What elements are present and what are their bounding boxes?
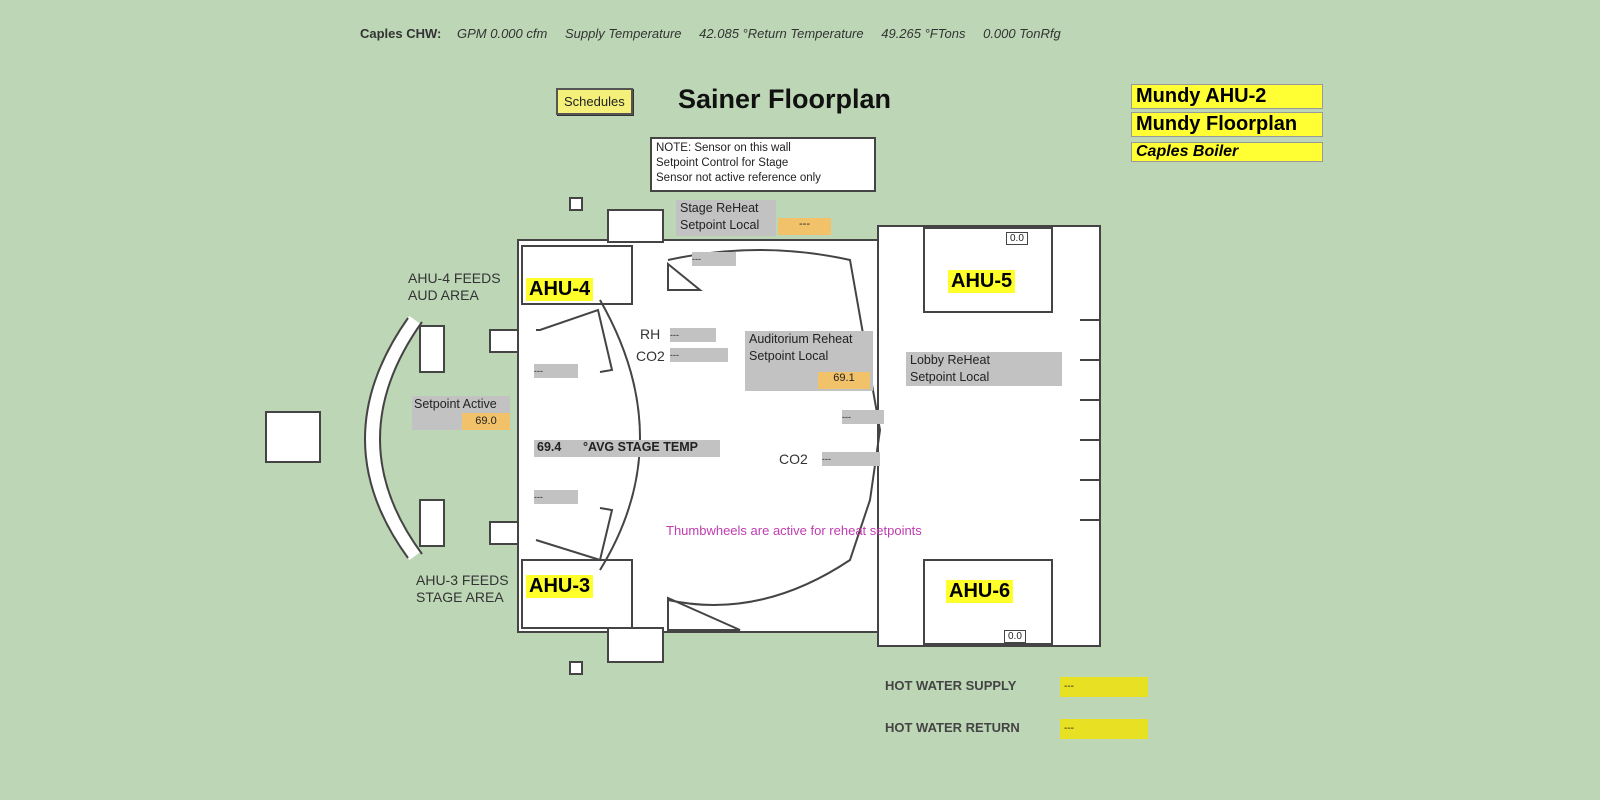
west-sensor-value-2: --- xyxy=(534,490,578,504)
mundy-ahu2-link[interactable]: Mundy AHU-2 xyxy=(1131,84,1323,109)
mundy-floorplan-link[interactable]: Mundy Floorplan xyxy=(1131,112,1323,137)
gpm-readout: GPM 0.000 cfm xyxy=(457,26,548,41)
note-line-3: Sensor not active reference only xyxy=(656,172,821,184)
auditorium-reheat-value[interactable]: 69.1 xyxy=(818,372,870,389)
auditorium-reheat-sub: Setpoint Local xyxy=(749,349,829,363)
schedules-button[interactable]: Schedules xyxy=(556,88,633,115)
co2-label: CO2 xyxy=(636,348,665,364)
supply-temp-value: 42.085 °Return Temperature xyxy=(699,26,864,41)
setpoint-active-label: Setpoint Active xyxy=(412,396,510,413)
setpoint-active-value[interactable]: 69.0 xyxy=(462,413,510,430)
supply-temp-label: Supply Temperature xyxy=(564,26,682,41)
auditorium-reheat-label: Auditorium Reheat xyxy=(749,332,853,346)
ahu-4-feeds-line-1: AHU-4 FEEDS xyxy=(408,270,501,286)
hot-water-supply-value: --- xyxy=(1060,677,1148,697)
co2-label-2: CO2 xyxy=(779,451,808,467)
ahu-6-label[interactable]: AHU-6 xyxy=(946,580,1014,603)
ahu-3-feeds-line-1: AHU-3 FEEDS xyxy=(416,572,509,588)
page-title: Sainer Floorplan xyxy=(678,84,892,114)
return-temp-value: 49.265 °FTons xyxy=(881,26,966,41)
avg-stage-value: 69.4 xyxy=(534,440,580,457)
rh-label: RH xyxy=(640,326,661,342)
sensor-note: NOTE: Sensor on this wall Setpoint Contr… xyxy=(650,137,876,192)
ahu-4-feeds-line-2: AUD AREA xyxy=(408,287,479,303)
ahu-3-label[interactable]: AHU-3 xyxy=(526,575,594,598)
ahu-5-readout: 0.0 xyxy=(1006,232,1028,245)
chw-label: Caples CHW: xyxy=(360,26,442,41)
hot-water-return-label: HOT WATER RETURN xyxy=(885,720,1020,735)
lobby-reheat-panel: Lobby ReHeat Setpoint Local xyxy=(906,352,1062,386)
auditorium-sensor-value: --- xyxy=(842,410,884,424)
ahu-4-feeds-label: AHU-4 FEEDS AUD AREA xyxy=(408,270,501,304)
ahu-3-feeds-line-2: STAGE AREA xyxy=(416,589,504,605)
ahu-4-label[interactable]: AHU-4 xyxy=(526,278,594,301)
stage-reheat-sub: Setpoint Local xyxy=(680,218,760,232)
setpoint-active-row: 69.0 xyxy=(412,413,510,430)
avg-stage-label: °AVG STAGE TEMP xyxy=(580,440,720,457)
caples-boiler-link[interactable]: Caples Boiler xyxy=(1131,142,1323,162)
hot-water-supply-label: HOT WATER SUPPLY xyxy=(885,678,1017,693)
tons-readout: 0.000 TonRfg xyxy=(983,26,1061,41)
rh-value: --- xyxy=(670,328,716,342)
hot-water-return-value: --- xyxy=(1060,719,1148,739)
ahu-6-readout: 0.0 xyxy=(1004,630,1026,643)
stage-reheat-value[interactable]: --- xyxy=(778,218,831,235)
co2-value: --- xyxy=(670,348,728,362)
thumbwheels-note: Thumbwheels are active for reheat setpoi… xyxy=(666,523,922,538)
stage-sensor-value: --- xyxy=(692,252,736,266)
lobby-reheat-label: Lobby ReHeat xyxy=(910,353,990,367)
ahu-3-feeds-label: AHU-3 FEEDS STAGE AREA xyxy=(416,572,509,606)
west-sensor-value-1: --- xyxy=(534,364,578,378)
stage-reheat-panel: Stage ReHeat Setpoint Local xyxy=(676,200,776,236)
lobby-reheat-sub: Setpoint Local xyxy=(910,370,990,384)
note-line-2: Setpoint Control for Stage xyxy=(656,157,789,169)
ahu-5-label[interactable]: AHU-5 xyxy=(948,270,1016,293)
chw-status-line: Caples CHW: GPM 0.000 cfm Supply Tempera… xyxy=(360,26,1075,41)
stage-reheat-label: Stage ReHeat xyxy=(680,201,759,215)
note-line-1: NOTE: Sensor on this wall xyxy=(656,142,791,154)
co2-value-2: --- xyxy=(822,452,880,466)
